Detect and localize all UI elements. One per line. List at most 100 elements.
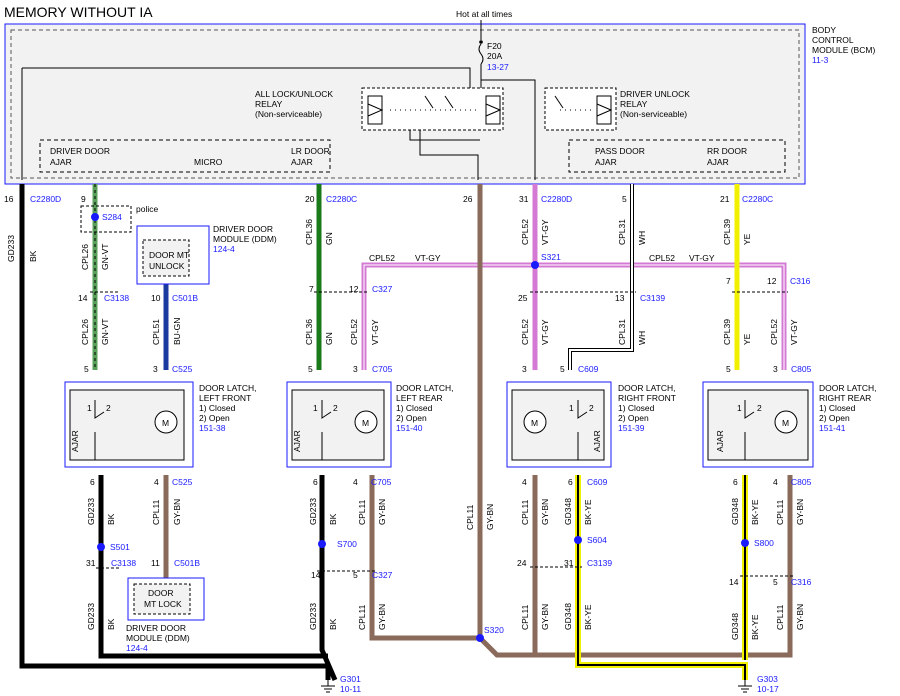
input-ajar-3: AJAR — [595, 157, 617, 167]
ddm-top-label-2: MODULE (DDM) — [213, 234, 277, 244]
wire-label: GY-BN — [540, 604, 550, 630]
connector-c2280d: C2280D — [541, 194, 572, 204]
all-lock-relay-box — [361, 87, 504, 131]
wire-label: GD233 — [86, 603, 96, 630]
connector-c609: C609 — [578, 364, 599, 374]
input-micro: MICRO — [194, 157, 223, 167]
wire-label: CPL52 — [369, 253, 395, 263]
ground-g301-ref: 10-11 — [340, 684, 361, 694]
connector-c3139: C3139 — [587, 558, 612, 568]
wire-gd233-bk-main — [19, 184, 331, 680]
ddm-bottom-label-1: DRIVER DOOR — [126, 623, 186, 633]
ddm-bottom-inner — [133, 583, 191, 615]
wire-label: GN — [324, 232, 334, 245]
splice-s604 — [574, 536, 582, 544]
diagram-title: MEMORY WITHOUT IA — [4, 4, 153, 20]
switch-ajar-label: AJAR — [292, 430, 302, 452]
wire-label: GD233 — [86, 498, 96, 525]
switch-pos-2: 2 — [757, 403, 762, 413]
police-label: police — [136, 204, 158, 214]
wire-label: CPL52 — [349, 319, 359, 345]
wire-label: CPL39 — [722, 319, 732, 345]
wire-cpl11-bus — [369, 475, 793, 658]
connector-c705: C705 — [372, 364, 393, 374]
connector-c501b: C501B — [174, 558, 200, 568]
motor-icon — [154, 410, 178, 434]
pin-12: 12 — [767, 276, 777, 286]
fuse-name: F20 — [487, 41, 502, 51]
splice-s320 — [476, 634, 484, 642]
pin-5: 5 — [353, 570, 358, 580]
switch-ajar-label: AJAR — [715, 430, 725, 452]
wire-label: BK-YE — [750, 499, 760, 525]
connector-c805: C805 — [791, 364, 812, 374]
wire-label: BK — [106, 618, 116, 630]
switch-ajar-label: AJAR — [592, 430, 602, 452]
bcm-label-1: BODY — [812, 25, 836, 35]
driver-relay-label-3: (Non-serviceable) — [620, 109, 687, 119]
wire-label: BK — [106, 513, 116, 525]
driver-relay-label-2: RELAY — [620, 99, 648, 109]
wire-label: GY-BN — [377, 604, 387, 630]
fuse-rating: 20A — [487, 51, 502, 61]
wire-label: GD233 — [6, 235, 16, 262]
wire-label: VT-GY — [540, 219, 550, 245]
pin-21: 21 — [720, 194, 730, 204]
switch-pos-2: 2 — [333, 403, 338, 413]
pin-13: 13 — [615, 293, 625, 303]
wire-label: CPL11 — [357, 604, 367, 630]
wire-label: WH — [637, 331, 647, 345]
switch-icon — [744, 400, 755, 460]
fuse-icon — [478, 43, 484, 65]
connector-c3139: C3139 — [640, 293, 665, 303]
ddm-top-box-label-1: DOOR MT — [149, 250, 189, 260]
pin-5: 5 — [726, 364, 731, 374]
switch-pos-1: 1 — [737, 403, 742, 413]
bcm-inner-dashed — [10, 29, 800, 179]
wire-label: GD348 — [563, 603, 573, 630]
wire-label: CPL11 — [151, 499, 161, 525]
hot-label: Hot at all times — [456, 9, 512, 19]
wire-label: GD348 — [730, 613, 740, 640]
latch-rf-inner — [511, 389, 605, 461]
connector-c525: C525 — [172, 364, 193, 374]
pin-6: 6 — [90, 477, 95, 487]
all-relay-label-1: ALL LOCK/UNLOCK — [255, 89, 333, 99]
splice-s284 — [91, 213, 99, 221]
pin-14: 14 — [729, 577, 739, 587]
wire-label: CPL11 — [357, 499, 367, 525]
latch-lf-ref: 151-38 — [199, 423, 226, 433]
wire-label: GD348 — [730, 498, 740, 525]
ddm-bottom-ref: 124-4 — [126, 643, 148, 653]
wire-label: CPL31 — [617, 219, 627, 245]
pin-14: 14 — [78, 293, 88, 303]
pin-4: 4 — [773, 477, 778, 487]
pin-3: 3 — [153, 364, 158, 374]
wire-label: GD348 — [563, 498, 573, 525]
pin-14: 14 — [311, 570, 321, 580]
wire-label: CPL36 — [304, 319, 314, 345]
latch-rr-state-2: 2) Open — [819, 413, 850, 423]
latch-rf-ref: 151-39 — [618, 423, 645, 433]
wire-gd233-bk-lr — [319, 475, 338, 681]
wire-label: CPL52 — [520, 219, 530, 245]
bcm-ref: 11-3 — [812, 55, 829, 65]
input-rr-door: RR DOOR — [707, 146, 747, 156]
ground-g303-icon — [738, 680, 752, 693]
latch-rr-ref: 151-41 — [819, 423, 846, 433]
pin-12: 12 — [349, 284, 359, 294]
wire-label: BK — [328, 618, 338, 630]
pin-4: 4 — [353, 477, 358, 487]
motor-label: M — [531, 418, 538, 428]
latch-lr-label-2: LEFT REAR — [396, 393, 443, 403]
all-relay-label-3: (Non-serviceable) — [255, 109, 322, 119]
pin-6: 6 — [568, 477, 573, 487]
pin-7: 7 — [726, 276, 731, 286]
police-option-box — [80, 205, 132, 233]
wire-label: CPL11 — [520, 499, 530, 525]
input-driver-door: DRIVER DOOR — [50, 146, 110, 156]
switch-pos-1: 1 — [87, 403, 92, 413]
wire-label: BK — [328, 513, 338, 525]
bcm-input-box-left — [39, 139, 331, 173]
wire-label: CPL39 — [722, 219, 732, 245]
